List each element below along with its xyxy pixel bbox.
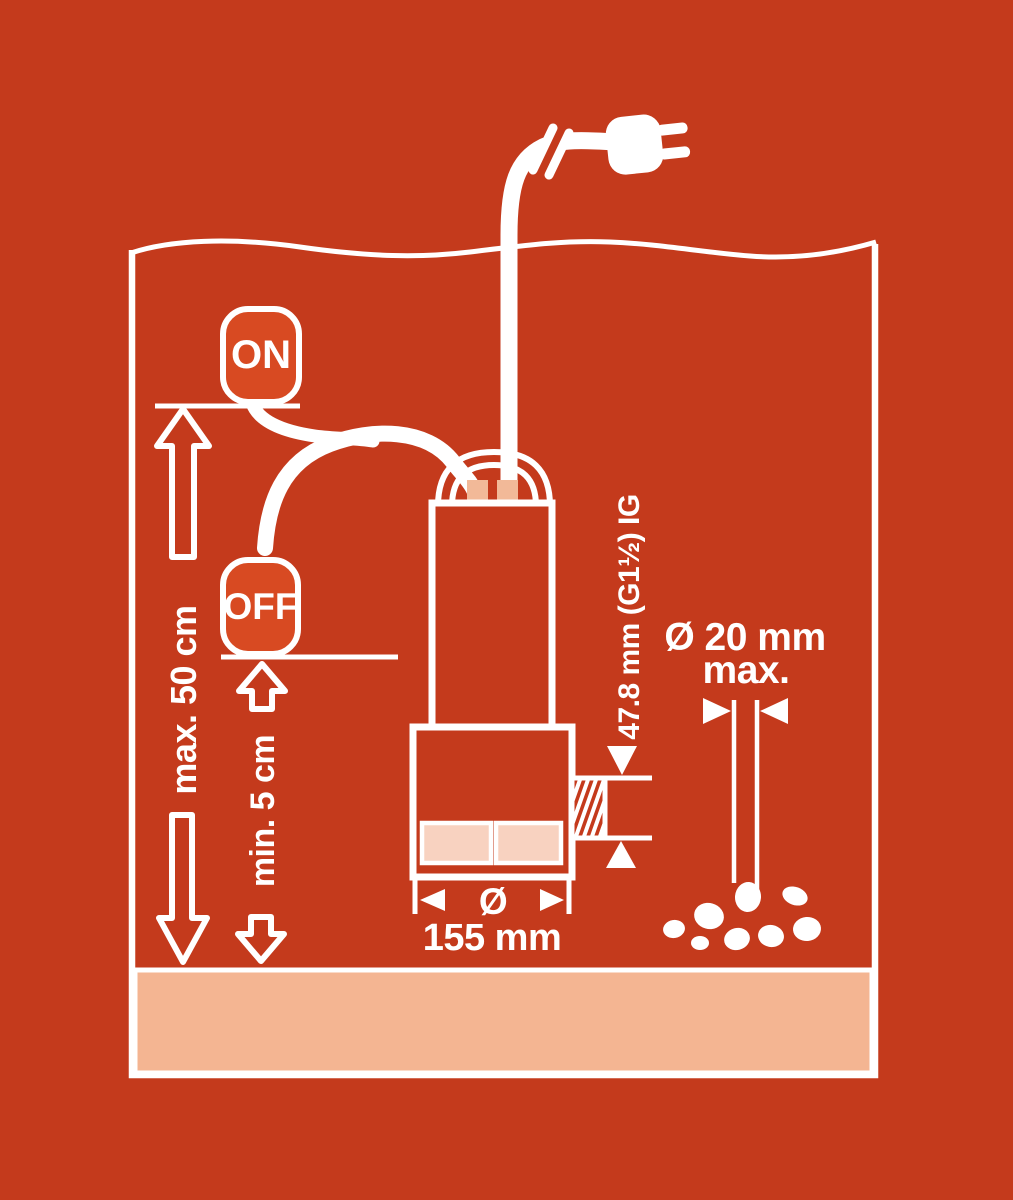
- pebble: [663, 919, 685, 939]
- min-depth-down-arrow: [235, 914, 287, 964]
- float-cable-on: [245, 396, 380, 448]
- float-switch-on-badge: ON: [220, 306, 302, 405]
- pebbles: [663, 882, 821, 951]
- pump-body: [428, 499, 556, 731]
- intake-slot-right: [493, 820, 564, 866]
- grain-arrow-right: [703, 698, 731, 724]
- pebble: [724, 927, 750, 951]
- cable-connector-right: [497, 480, 518, 503]
- grain-size-label-line2: max.: [702, 648, 790, 692]
- diameter-arrow-right: [540, 889, 564, 911]
- pebble: [793, 916, 821, 942]
- outlet-thread-label: 47.8 mm (G1½) IG: [613, 494, 646, 740]
- pump-handle-inner: [449, 461, 539, 507]
- outlet-dimension-arrow-up: [606, 841, 636, 868]
- power-plug-icon: [605, 114, 691, 175]
- pebble: [691, 936, 709, 950]
- max-depth-up-arrow: [154, 406, 212, 560]
- pebble: [694, 902, 724, 930]
- float-cable-main: [257, 425, 482, 556]
- max-depth-label: max. 50 cm: [163, 605, 204, 795]
- grain-arrow-left: [760, 698, 788, 724]
- float-switch-off-badge: OFF: [220, 557, 301, 657]
- pebble: [758, 924, 784, 948]
- min-depth-label: min. 5 cm: [244, 734, 282, 888]
- cable-connector-left: [467, 480, 488, 503]
- max-depth-down-arrow: [156, 812, 210, 965]
- grain-size-label-line1: Ø 20 mm: [664, 615, 826, 659]
- power-cable: [500, 132, 623, 501]
- cable-break-icon: [528, 123, 574, 180]
- diameter-arrow-left: [420, 889, 445, 911]
- on-label: ON: [231, 333, 291, 377]
- off-label: OFF: [223, 586, 298, 627]
- pump-diameter-value: 155 mm: [422, 917, 562, 959]
- pump-diameter-symbol: Ø: [478, 880, 508, 922]
- intake-slot-left: [419, 820, 494, 866]
- pebble: [734, 882, 762, 912]
- pump-handle-outer: [435, 448, 553, 507]
- outlet-dimension-arrow-down: [607, 746, 637, 775]
- min-depth-up-arrow: [236, 661, 288, 712]
- pebble: [782, 886, 808, 906]
- sand-floor: [132, 967, 875, 1076]
